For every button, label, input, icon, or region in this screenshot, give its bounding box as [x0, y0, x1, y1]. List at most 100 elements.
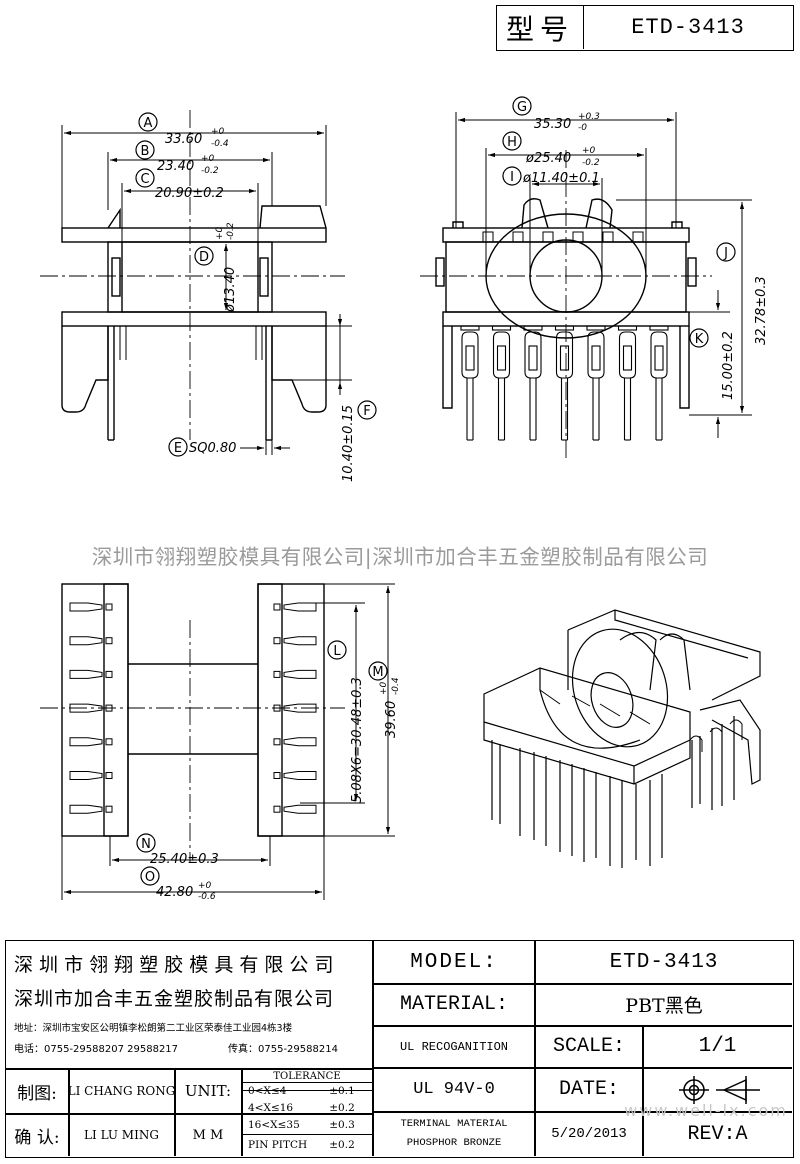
- svg-text:ø13.40: ø13.40: [223, 267, 238, 313]
- dim-M: M 39.60 +0 -0.4: [368, 661, 401, 738]
- rev-label: REV:A: [687, 1122, 748, 1146]
- solder-pad: [69, 771, 113, 780]
- drawing-area: A 33.60 +0 -0.4 B 23.40 +0 -0.2 C 20.90±…: [40, 96, 769, 902]
- company-phone: 电话：0755-29588207 29588217: [14, 1043, 179, 1055]
- svg-text:42.80: 42.80: [156, 885, 193, 900]
- pin: [649, 325, 669, 441]
- scale-label: SCALE:: [552, 1035, 625, 1058]
- title-block: 深 圳 市 翎 翔 塑 胶 模 具 有 限 公 司 深圳市加合丰五金塑胶制品有限…: [5, 940, 794, 1158]
- svg-text:39.60: 39.60: [384, 701, 399, 738]
- svg-text:-0.4: -0.4: [211, 139, 229, 149]
- pin: [554, 325, 575, 441]
- dim-A: A 33.60 +0 -0.4: [138, 112, 229, 149]
- material-label: MATERIAL:: [399, 993, 509, 1016]
- scale-value: 1/1: [698, 1035, 737, 1058]
- svg-text:C: C: [140, 172, 149, 187]
- tolerance-range-4: PIN PITCH: [248, 1139, 308, 1151]
- header-model: ETD-3413: [631, 15, 745, 40]
- tolerance-range-2: 4<X≤16: [248, 1102, 294, 1114]
- isometric-view: [483, 609, 761, 868]
- svg-text:+0: +0: [379, 681, 389, 695]
- pin: [460, 325, 480, 441]
- front-view: [61, 205, 327, 441]
- dim-O: O 42.80 +0 -0.6: [140, 866, 216, 902]
- svg-text:G: G: [517, 100, 527, 115]
- svg-text:25.40±0.3: 25.40±0.3: [150, 852, 219, 867]
- material-value: PBT黑色: [625, 995, 703, 1017]
- svg-text:M: M: [372, 665, 383, 680]
- svg-text:O: O: [145, 870, 155, 885]
- solder-pad: [273, 636, 317, 646]
- solder-pad: [273, 771, 317, 780]
- svg-text:-0.4: -0.4: [391, 677, 401, 695]
- pin: [617, 325, 638, 441]
- svg-text:+0: +0: [211, 127, 225, 137]
- svg-text:N: N: [141, 837, 151, 852]
- svg-text:I: I: [510, 170, 514, 185]
- dim-H: H ø25.40 +0 -0.2: [502, 131, 600, 168]
- svg-text:ø25.40: ø25.40: [525, 151, 571, 166]
- svg-text:D: D: [199, 250, 209, 265]
- dim-I: I ø11.40±0.1: [502, 166, 600, 186]
- svg-text:23.40: 23.40: [157, 159, 194, 174]
- terminal-material-2: PHOSPHOR BRONZE: [406, 1137, 502, 1149]
- pin: [523, 325, 543, 441]
- dim-K: K 15.00±0.2: [689, 328, 736, 400]
- svg-text:+0: +0: [201, 154, 215, 164]
- model-value: ETD-3413: [609, 950, 719, 974]
- solder-pad: [69, 737, 113, 747]
- svg-text:F: F: [363, 404, 370, 419]
- solder-pad: [69, 804, 113, 814]
- svg-text:32.78±0.3: 32.78±0.3: [754, 276, 769, 345]
- type-label: 型号: [497, 6, 584, 49]
- svg-text:10.40±0.15: 10.40±0.15: [341, 405, 356, 482]
- svg-text:35.30: 35.30: [534, 117, 571, 132]
- date-value: 5/20/2013: [551, 1126, 627, 1142]
- drawn-label: 制图:: [17, 1083, 57, 1104]
- terminal-material-1: TERMINAL MATERIAL: [400, 1118, 508, 1130]
- dim-D: D ø13.40 +0 -0.2: [194, 222, 238, 313]
- svg-text:+0.3: +0.3: [578, 112, 600, 122]
- svg-text:K: K: [695, 332, 704, 347]
- front-dimensions: [61, 125, 352, 455]
- side-pins: [460, 325, 669, 441]
- ul-label: UL RECOGANITION: [399, 1039, 509, 1054]
- dim-J: J 32.78±0.3: [716, 242, 769, 345]
- bottom-view: [61, 583, 325, 837]
- svg-text:-0: -0: [578, 123, 587, 133]
- svg-text:A: A: [144, 116, 153, 131]
- confirm-label: 确 认:: [14, 1127, 60, 1148]
- pin: [586, 325, 606, 441]
- unit-label: UNIT:: [184, 1082, 232, 1100]
- tolerance-value-4: ±0.2: [329, 1139, 355, 1151]
- dim-B: B 23.40 +0 -0.2: [135, 140, 219, 176]
- svg-text:15.00±0.2: 15.00±0.2: [721, 331, 736, 400]
- confirm-by: LI LU MING: [84, 1128, 159, 1142]
- solder-pad: [69, 602, 113, 612]
- solder-pad: [273, 602, 317, 612]
- company-name-2: 深圳市加合丰五金塑胶制品有限公司: [14, 987, 335, 1010]
- dim-N: N 25.40±0.3: [136, 833, 219, 867]
- header-box: 型号 ETD-3413: [496, 5, 794, 51]
- svg-text:5.08X6=30.48±0.3: 5.08X6=30.48±0.3: [350, 677, 365, 803]
- ul-value: UL 94V-0: [413, 1080, 495, 1099]
- svg-text:SQ0.80: SQ0.80: [189, 441, 236, 456]
- tolerance-title: TOLERANCE: [273, 1070, 341, 1082]
- svg-text:33.60: 33.60: [165, 132, 202, 147]
- tolerance-value-2: ±0.2: [329, 1102, 355, 1114]
- svg-text:J: J: [723, 246, 728, 261]
- pin: [491, 325, 512, 441]
- svg-text:+0: +0: [582, 146, 596, 156]
- svg-text:+0: +0: [215, 226, 225, 240]
- drawn-by: LI CHANG RONG: [67, 1084, 176, 1098]
- solder-pad: [273, 804, 317, 814]
- unit-value: M M: [192, 1127, 224, 1143]
- bottom-dimensions: [61, 583, 395, 900]
- dim-C: C 20.90±0.2: [135, 168, 224, 201]
- dim-F: F 10.40±0.15: [341, 400, 377, 482]
- svg-text:H: H: [507, 135, 517, 150]
- svg-text:E: E: [174, 441, 182, 456]
- svg-text:ø11.40±0.1: ø11.40±0.1: [522, 171, 600, 186]
- company-fax: 传真：0755-29588214: [228, 1043, 338, 1055]
- svg-text:L: L: [333, 644, 341, 659]
